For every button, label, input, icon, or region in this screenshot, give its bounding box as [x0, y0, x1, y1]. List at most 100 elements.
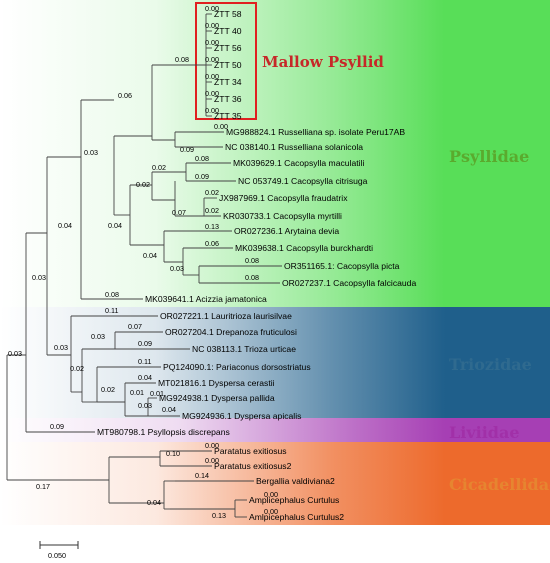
branch-length: 0.02	[70, 364, 84, 373]
branch-length: 0.11	[138, 357, 151, 366]
branch-length: 0.08	[245, 256, 259, 265]
branch-length: 0.04	[138, 373, 152, 382]
leaf-label: PQ124090.1: Pariaconus dorsostriatus	[163, 362, 311, 372]
leaf-label: OR027221.1 Lauritrioza laurisilvae	[160, 311, 292, 321]
leaf-label: NC 038140.1 Russelliana solanicola	[225, 142, 363, 152]
triozidae-label: Triozidae	[449, 355, 532, 374]
branch-length: 0.13	[205, 222, 219, 231]
leaf-label: NC 053749.1 Cacopsylla citrisuga	[238, 176, 368, 186]
leaf-label: JX987969.1 Cacopsylla fraudatrix	[219, 193, 348, 203]
liviidae-label-bg	[445, 418, 550, 442]
mallow-psyllid-box	[195, 2, 257, 120]
leaf-label: MG988824.1 Russelliana sp. isolate Peru1…	[226, 127, 405, 137]
leaf-label: Paratatus exitiosus2	[214, 461, 292, 471]
psyllidae-label-bg	[445, 0, 550, 307]
leaf-label: MK039638.1 Cacopsylla burckhardti	[235, 243, 373, 253]
mallow-psyllid-label: Mallow Psyllid	[262, 53, 384, 71]
triozidae-label-bg	[445, 307, 550, 418]
branch-length: 0.00	[205, 72, 219, 81]
internal-branch-lengths: 0.08 0.06 0.03 0.02 0.02 0.07 0.04 0.04 …	[8, 55, 226, 520]
branch-length: 0.07	[128, 322, 142, 331]
branch-length: 0.09	[50, 422, 64, 431]
branch-length: 0.01	[130, 388, 144, 397]
branch-length: 0.03	[170, 264, 184, 273]
branch-length: 0.00	[264, 490, 278, 499]
leaf-label: ZTT 58	[214, 9, 242, 19]
branch-length: 0.03	[138, 401, 152, 410]
branch-length: 0.09	[138, 339, 152, 348]
branch-length: 0.00	[205, 55, 219, 64]
branch-length: 0.14	[195, 471, 209, 480]
branch-length: 0.10	[166, 449, 180, 458]
leaf-label: OR351165.1: Cacopsylla picta	[284, 261, 400, 271]
scale-bar: 0.050	[39, 541, 79, 560]
branch-length: 0.01	[150, 389, 164, 398]
branch-length: 0.00	[205, 21, 219, 30]
leaf-label: MT021816.1 Dyspersa cerastii	[158, 378, 275, 388]
branch-length: 0.00	[264, 507, 278, 516]
leaf-label: Amplicephalus Curtulus	[249, 495, 339, 505]
leaf-label: Bergallia valdiviana2	[256, 476, 335, 486]
branch-length: 0.02	[205, 188, 219, 197]
leaf-label: Paratatus exitiosus	[214, 446, 287, 456]
branch-length: 0.03	[84, 148, 98, 157]
branch-length: 0.06	[118, 91, 132, 100]
branch-length: 0.08	[195, 154, 209, 163]
leaf-label: ZTT 34	[214, 77, 242, 87]
leaf-label: KR030733.1 Cacopsylla myrtilli	[223, 211, 342, 221]
leaf-labels: ZTT 58 ZTT 40 ZTT 56 ZTT 50 ZTT 34 ZTT 3…	[97, 9, 416, 522]
triozidae-band	[0, 307, 445, 418]
branch-length: 0.08	[105, 290, 119, 299]
leaf-label: MG924936.1 Dyspersa apicalis	[182, 411, 301, 421]
branch-length: 0.03	[54, 343, 68, 352]
branch-length: 0.04	[162, 405, 176, 414]
branch-length: 0.04	[143, 251, 157, 260]
branch-length: 0.00	[205, 441, 219, 450]
branch-length: 0.04	[147, 498, 161, 507]
branch-length: 0.04	[58, 221, 72, 230]
branch-length: 0.02	[101, 385, 115, 394]
branch-length: 0.13	[212, 511, 226, 520]
leaf-label: OR027204.1 Drepanoza fruticulosi	[165, 327, 297, 337]
tree-branches	[6, 13, 282, 518]
branch-length: 0.09	[195, 172, 209, 181]
leaf-label: ZTT 56	[214, 43, 242, 53]
leaf-label: MK039641.1 Acizzia jamatonica	[145, 294, 267, 304]
cicadellidae-label-bg	[445, 442, 550, 525]
branch-length: 0.04	[108, 221, 122, 230]
branch-length: 0.08	[175, 55, 189, 64]
branch-length: 0.03	[8, 349, 22, 358]
leaf-label: NC 038113.1 Trioza urticae	[192, 344, 296, 354]
cicadellidae-label: Cicadellidae	[449, 475, 550, 494]
liviidae-label: Liviidae	[449, 423, 520, 442]
leaf-label: ZTT 40	[214, 26, 242, 36]
branch-length: 0.11	[105, 306, 118, 315]
branch-length: 0.17	[36, 482, 50, 491]
leaf-label: Amlpicephalus Curtulus2	[249, 512, 344, 522]
leaf-label: ZTT 35	[214, 111, 242, 121]
leaf-label: OR027236.1 Arytaina devia	[234, 226, 339, 236]
leaf-branch-lengths: 0.00 0.00 0.00 0.00 0.00 0.00 0.00 0.00 …	[50, 4, 278, 516]
psyllidae-label: Psyllidae	[449, 147, 529, 166]
branch-length: 0.08	[245, 273, 259, 282]
leaf-label: ZTT 36	[214, 94, 242, 104]
leaf-label: MK039629.1 Cacopsylla maculatili	[233, 158, 364, 168]
branch-length: 0.03	[32, 273, 46, 282]
branch-length: 0.00	[205, 38, 219, 47]
branch-length: 0.09	[180, 145, 194, 154]
branch-length: 0.06	[205, 239, 219, 248]
leaf-label: MG924938.1 Dyspersa pallida	[159, 393, 275, 403]
branch-length: 0.03	[91, 332, 105, 341]
cicadellidae-band	[0, 442, 445, 525]
branch-length: 0.02	[205, 206, 219, 215]
leaf-label: ZTT 50	[214, 60, 242, 70]
leaf-label: MT980798.1 Psyllopsis discrepans	[97, 427, 230, 437]
psyllidae-band	[0, 0, 445, 307]
branch-length: 0.00	[205, 89, 219, 98]
liviidae-band	[0, 418, 445, 442]
leaf-label: OR027237.1 Cacopsylla falcicauda	[282, 278, 416, 288]
branch-length: 0.07	[172, 208, 186, 217]
branch-length: 0.00	[205, 456, 219, 465]
branch-length: 0.00	[205, 4, 219, 13]
